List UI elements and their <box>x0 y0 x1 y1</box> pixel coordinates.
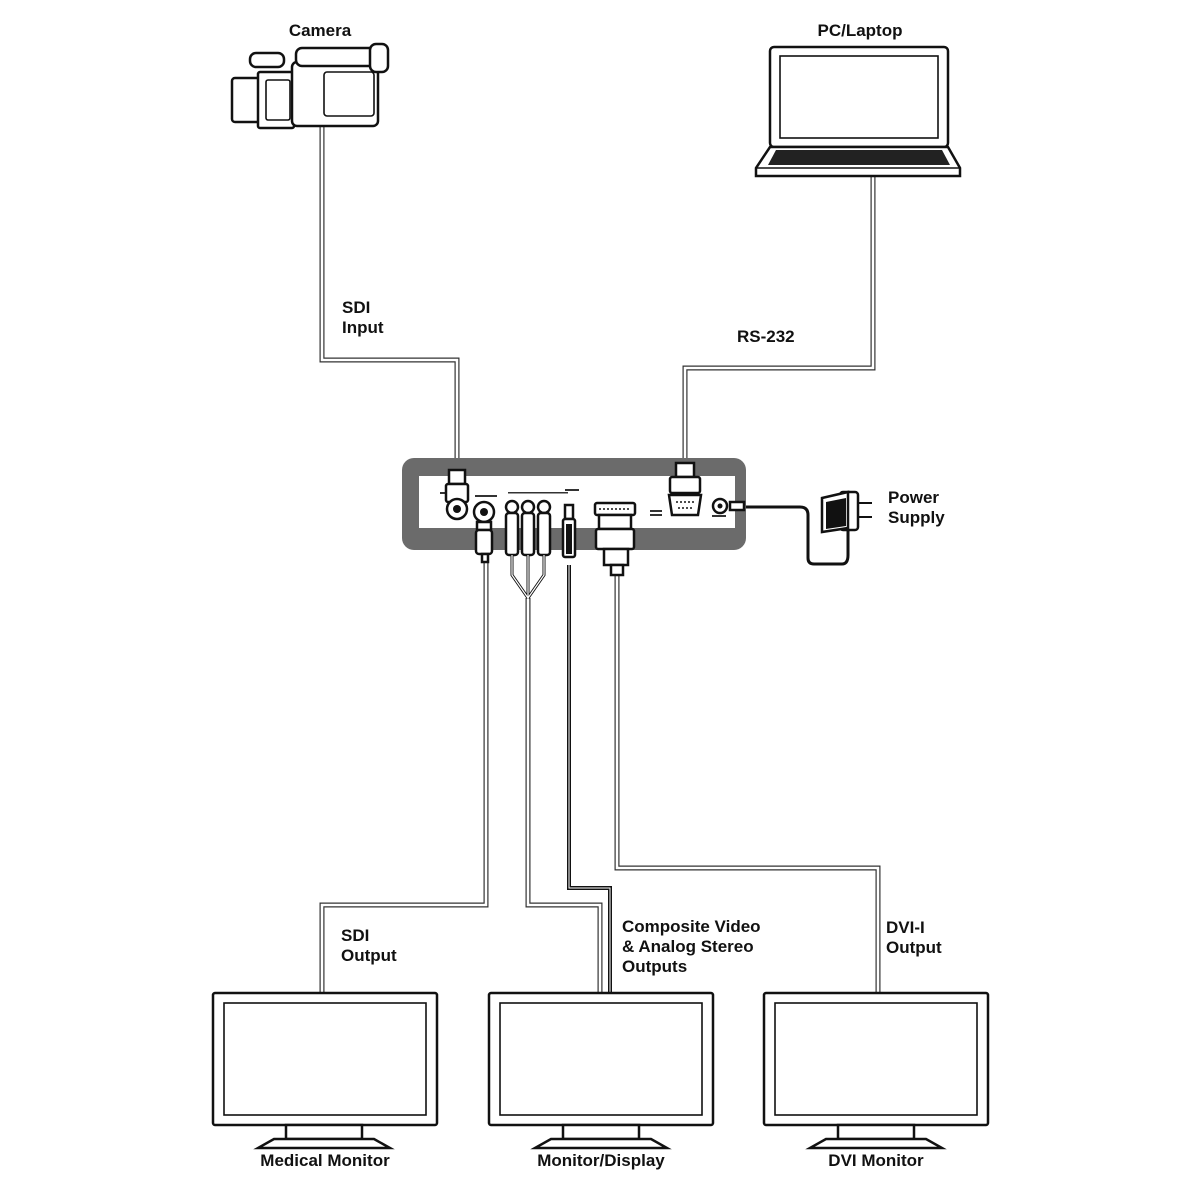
power-adapter-icon <box>820 490 872 534</box>
power-cable <box>742 505 850 566</box>
rs232-cable <box>682 175 876 465</box>
converter-device <box>402 458 746 599</box>
sdi-output-cable <box>319 560 489 995</box>
dvi-output-cable <box>614 575 881 995</box>
power-supply-label: Power Supply <box>888 488 945 527</box>
sdi-output-label: SDI Output <box>341 926 397 965</box>
camera-icon <box>230 42 390 130</box>
composite-outputs-label: Composite Video & Analog Stereo Outputs <box>622 917 761 976</box>
rca-ports <box>504 499 552 599</box>
composite-video-cable <box>525 598 603 995</box>
medical-monitor-icon <box>211 991 439 1150</box>
sdi-input-cable <box>319 125 460 470</box>
rs232-label: RS-232 <box>737 327 795 346</box>
audio-port <box>561 503 577 559</box>
dvi-monitor-label: DVI Monitor <box>828 1151 924 1170</box>
laptop-icon <box>754 45 962 178</box>
sdi-input-label: SDI Input <box>342 298 384 337</box>
sdi-out-port <box>472 500 496 564</box>
monitor-display-label: Monitor/Display <box>537 1151 665 1170</box>
monitor-display-icon <box>487 991 715 1150</box>
dvi-monitor-icon <box>762 991 990 1150</box>
dvi-output-label: DVI-I Output <box>886 918 942 957</box>
medical-monitor-label: Medical Monitor <box>260 1151 390 1170</box>
power-port <box>711 497 746 515</box>
camera-label: Camera <box>288 21 352 40</box>
pc-laptop-label: PC/Laptop <box>817 21 903 40</box>
sdi-in-port <box>444 468 470 521</box>
dvi-port <box>593 501 637 577</box>
analog-audio-cable <box>567 565 612 995</box>
rs232-port <box>667 461 703 517</box>
